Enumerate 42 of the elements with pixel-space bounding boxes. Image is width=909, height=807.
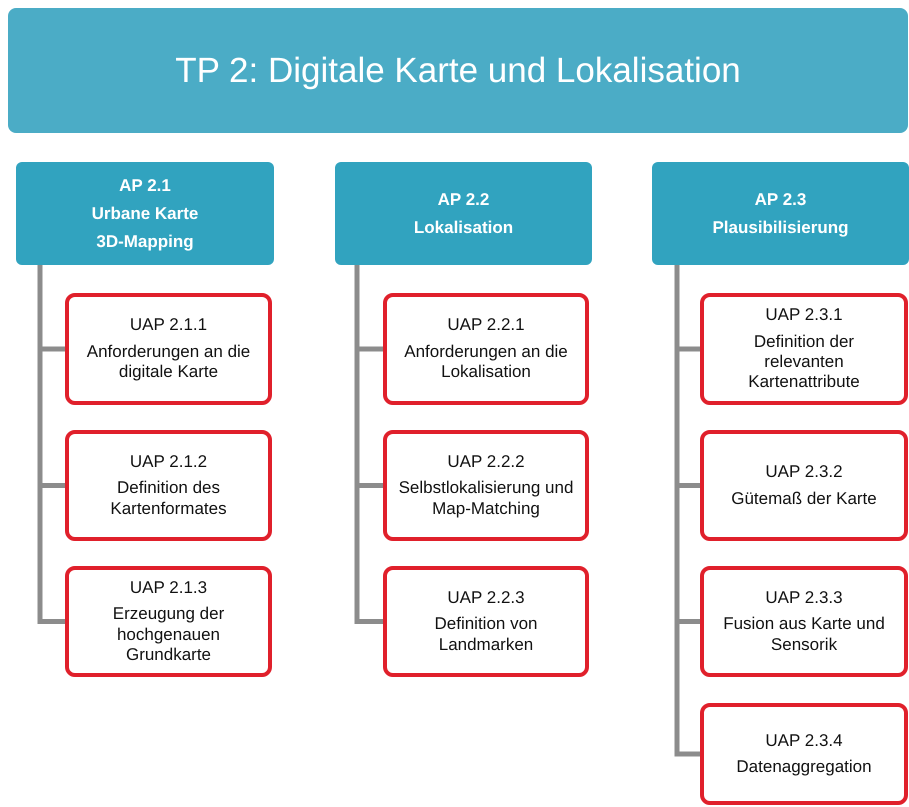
sub-package-box — [700, 430, 908, 541]
package-number: UAP 2.2.1 — [447, 315, 525, 336]
package-title: Lokalisation — [414, 218, 514, 238]
package-title: Urbane Karte — [92, 204, 198, 224]
package-number: AP 2.3 — [754, 190, 806, 210]
sub-package-box — [700, 703, 908, 805]
package-number: UAP 2.3.4 — [765, 730, 843, 751]
sub-package-box — [383, 566, 589, 677]
package-description: Definition des Kartenformates — [109, 478, 228, 520]
package-number: UAP 2.1.2 — [130, 452, 208, 472]
sub-package-box — [65, 430, 272, 541]
sub-package-box — [700, 566, 908, 677]
package-description: Anforderungen an die digitale Karte — [86, 342, 252, 383]
package-description: Definition von Landmarken — [433, 614, 538, 656]
package-number: UAP 2.3.2 — [765, 462, 843, 482]
package-number: UAP 2.2.3 — [447, 588, 525, 608]
package-description: Anforderungen an die Lokalisation — [403, 342, 569, 383]
package-number: AP 2.1 — [119, 176, 171, 196]
package-subtitle: 3D-Mapping — [96, 232, 194, 252]
sub-package-box — [700, 293, 908, 405]
package-description: Gütemaß der Karte — [731, 488, 877, 509]
package-description: Fusion aus Karte und Sensorik — [722, 614, 886, 656]
package-number: UAP 2.3.1 — [765, 305, 843, 326]
package-number: UAP 2.2.2 — [447, 452, 525, 472]
package-description: Erzeugung der hochgenauen Grundkarte — [112, 604, 226, 666]
package-number: UAP 2.3.3 — [765, 588, 843, 608]
sub-package-box — [383, 430, 589, 541]
package-number: AP 2.2 — [438, 190, 490, 210]
title-banner — [8, 8, 908, 133]
package-description: Definition der relevanten Kartenattribute — [747, 332, 861, 393]
work-package-box — [652, 162, 909, 265]
title-text: TP 2: Digitale Karte und Lokalisation — [175, 50, 741, 90]
package-description: Selbstlokalisierung und Map-Matching — [398, 478, 574, 520]
package-description: Datenaggregation — [736, 757, 872, 778]
sub-package-box — [65, 293, 272, 405]
sub-package-box — [65, 566, 272, 677]
package-number: UAP 2.1.1 — [130, 315, 208, 336]
work-package-box — [16, 162, 274, 265]
package-title: Plausibilisierung — [712, 218, 849, 238]
package-number: UAP 2.1.3 — [130, 578, 208, 598]
work-package-box — [335, 162, 592, 265]
sub-package-box — [383, 293, 589, 405]
